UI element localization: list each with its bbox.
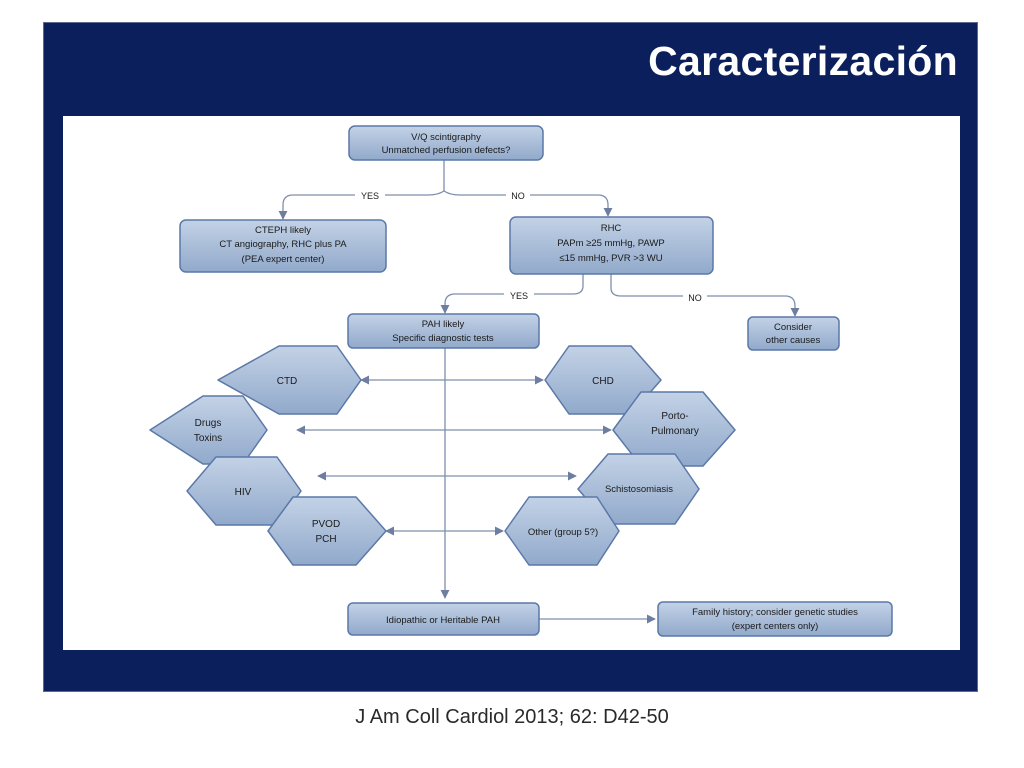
node-porto-line2: Pulmonary [651,426,699,437]
flowchart-panel: YES NO YES NO V/Q scintigraphy Unmatched… [63,116,960,650]
flowchart: YES NO YES NO V/Q scintigraphy Unmatched… [149,125,893,637]
node-porto-pulmonary: Porto- Pulmonary [612,391,736,467]
edge-label-no-1: NO [511,191,525,201]
node-vq-line1: V/Q scintigraphy [411,132,481,143]
node-pah-line1: PAH likely [422,319,465,330]
node-pvod-line1: PVOD [312,519,340,530]
node-cteph-line1: CTEPH likely [255,225,311,236]
node-cteph-line2: CT angiography, RHC plus PA [219,239,347,250]
edge-label-bg [683,289,707,304]
node-idiopathic-label: Idiopathic or Heritable PAH [386,615,500,626]
node-vq: V/Q scintigraphy Unmatched perfusion def… [348,125,544,161]
connectors [278,160,800,624]
node-pah-line2: Specific diagnostic tests [392,333,494,344]
node-drugs-line2: Toxins [194,433,222,444]
node-other5-label: Other (group 5?) [528,527,598,538]
node-other-causes-line2: other causes [766,335,821,346]
node-pvod-line2: PCH [315,534,336,545]
node-other-group5: Other (group 5?) [504,496,620,566]
node-ctd-label: CTD [277,376,298,387]
node-porto-line1: Porto- [661,411,688,422]
node-family-line2: (expert centers only) [732,621,819,632]
node-rhc: RHC PAPm ≥25 mmHg, PAWP ≤15 mmHg, PVR >3… [509,216,714,275]
slide-title: Caracterización [648,38,958,84]
node-chd-label: CHD [592,376,614,387]
node-schisto-label: Schistosomiasis [605,484,673,495]
edge-label-yes-2: YES [510,291,528,301]
node-schistosomiasis: Schistosomiasis [577,453,700,525]
connector-yes-cteph [278,190,445,220]
node-pvod-pch: PVOD PCH [267,496,387,566]
node-rhc-line2: PAPm ≥25 mmHg, PAWP [557,238,664,249]
node-rhc-line1: RHC [601,223,622,234]
node-other-causes: Consider other causes [747,316,840,351]
node-hiv-label: HIV [235,487,252,498]
node-cteph-line3: (PEA expert center) [242,254,325,265]
node-vq-line2: Unmatched perfusion defects? [382,145,511,156]
node-family-line1: Family history; consider genetic studies [692,607,858,618]
node-drugs-line1: Drugs [195,418,222,429]
node-other-causes-line1: Consider [774,322,812,333]
edge-label-bg [506,187,530,202]
node-idiopathic: Idiopathic or Heritable PAH [347,602,540,636]
node-cteph: CTEPH likely CT angiography, RHC plus PA… [179,219,387,273]
node-rhc-line3: ≤15 mmHg, PVR >3 WU [559,253,662,264]
connector-no-rhc [443,190,613,217]
edge-label-bg [355,187,385,202]
node-family-history: Family history; consider genetic studies… [657,601,893,637]
edge-label-no-2: NO [688,293,702,303]
citation: J Am Coll Cardiol 2013; 62: D42-50 [355,706,669,728]
node-pah: PAH likely Specific diagnostic tests [347,313,540,349]
node-ctd: CTD [217,345,362,415]
edge-label-yes-1: YES [361,191,379,201]
node-drugs-toxins: Drugs Toxins [149,395,268,465]
edge-label-bg [504,287,534,302]
